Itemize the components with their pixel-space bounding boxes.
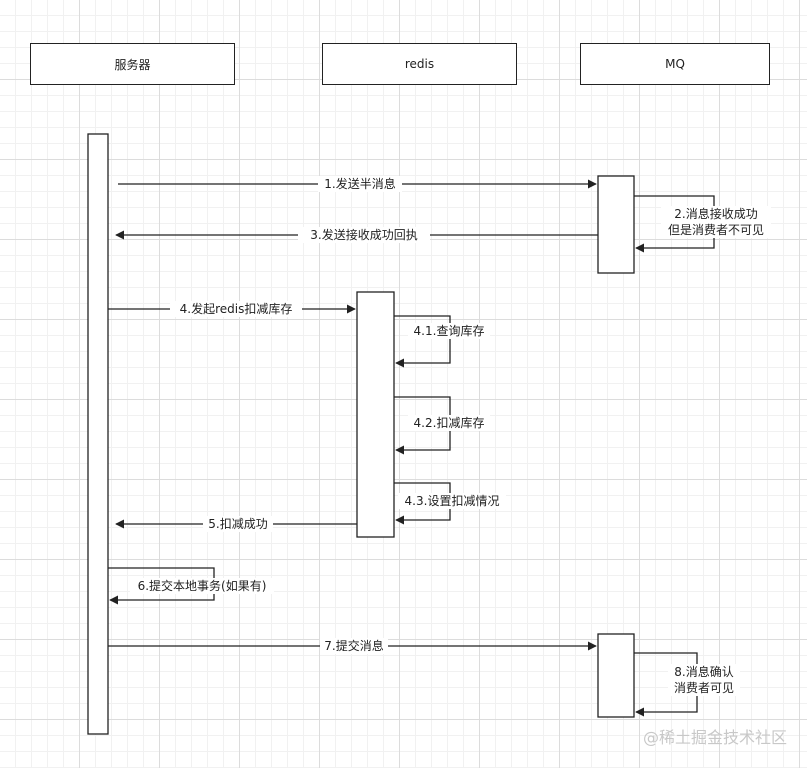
label-m5: 5.扣减成功 [208, 517, 267, 531]
label-m2-line1: 2.消息接收成功 [674, 206, 757, 221]
label-m7: 7.提交消息 [324, 638, 383, 653]
label-m6: 6.提交本地事务(如果有) [138, 578, 267, 593]
activation-server [87, 133, 109, 735]
arrow-m4-1 [394, 315, 451, 368]
label-m8-line2: 消费者可见 [674, 681, 734, 695]
label-m3: 3.发送接收成功回执 [310, 227, 417, 242]
label-m2-line2: 但是消费者不可见 [668, 223, 764, 237]
participant-server-label: 服务器 [114, 57, 151, 72]
label-m4-1: 4.1.查询库存 [414, 323, 485, 338]
activation-redis [356, 291, 395, 538]
label-m4-3: 4.3.设置扣减情况 [405, 494, 500, 508]
participant-server: 服务器 [30, 43, 235, 85]
label-m8-line1: 8.消息确认 [674, 664, 733, 679]
activation-mq-1 [597, 175, 635, 274]
label-m4-2: 4.2.扣减库存 [414, 415, 485, 430]
participant-mq: MQ [580, 43, 770, 85]
participant-redis: redis [322, 43, 517, 85]
participant-mq-label: MQ [665, 57, 685, 71]
label-m1: 1.发送半消息 [324, 176, 395, 191]
participant-redis-label: redis [404, 57, 435, 71]
label-m4: 4.发起redis扣减库存 [180, 301, 293, 316]
watermark: @稀土掘金技术社区 [642, 728, 787, 747]
activation-mq-2 [597, 633, 635, 718]
